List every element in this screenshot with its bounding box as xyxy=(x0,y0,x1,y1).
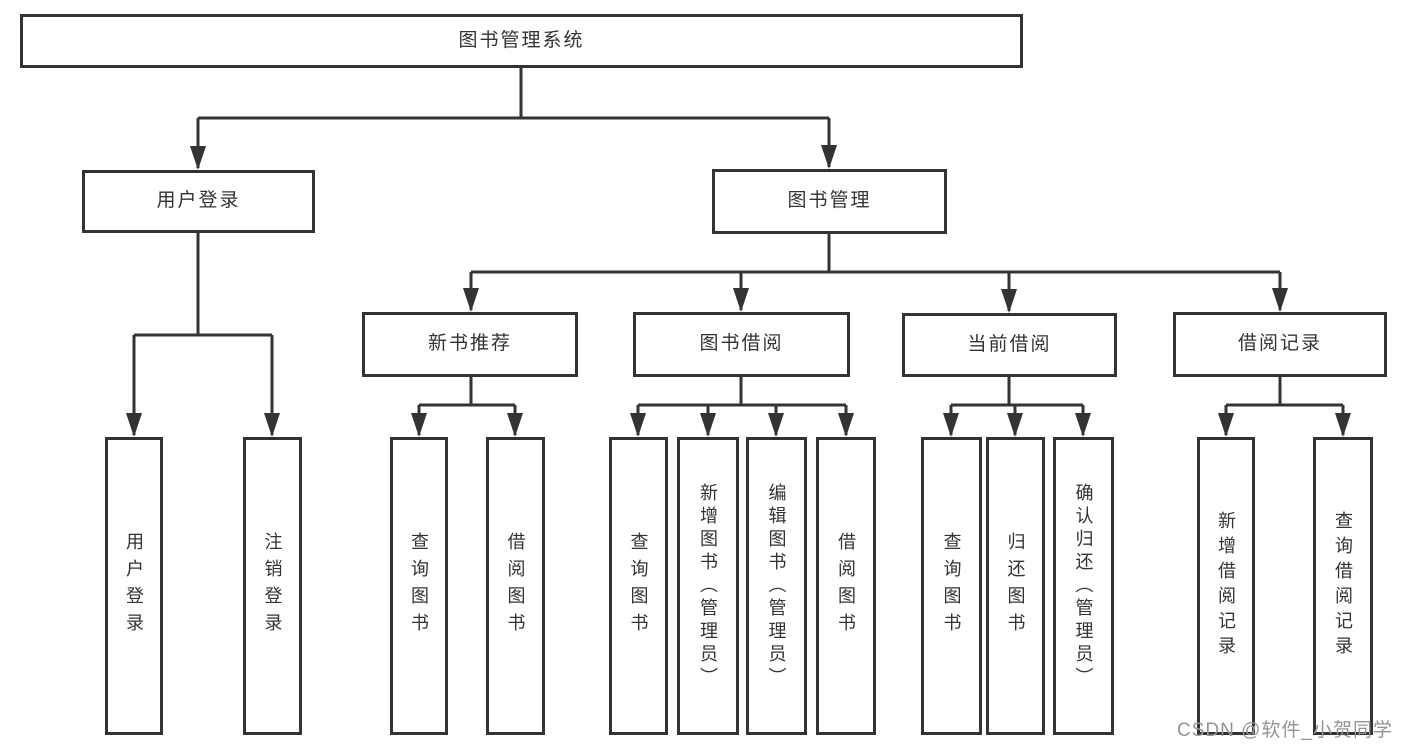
node-book-management-label: 图书管理 xyxy=(787,190,872,212)
leaf-query-borrow-record-label: 查询借阅记录 xyxy=(1333,511,1353,661)
leaf-add-book-admin-label: 新增图书（管理员） xyxy=(698,482,718,690)
node-new-book-recommend-label: 新书推荐 xyxy=(427,333,512,355)
node-user-login: 用户登录 xyxy=(82,170,315,233)
node-current-borrow-label: 当前借阅 xyxy=(967,333,1052,355)
node-current-borrow: 当前借阅 xyxy=(902,313,1117,377)
node-book-borrow: 图书借阅 xyxy=(633,312,850,377)
leaf-borrow-books: 借阅图书 xyxy=(816,437,876,735)
leaf-query-borrow-record: 查询借阅记录 xyxy=(1313,437,1373,735)
node-book-borrow-label: 图书借阅 xyxy=(699,333,784,355)
leaf-user-login-label: 用户登录 xyxy=(124,532,144,640)
leaf-confirm-return-admin: 确认归还（管理员） xyxy=(1053,437,1114,735)
leaf-return-book-label: 归还图书 xyxy=(1005,532,1026,640)
node-borrow-records: 借阅记录 xyxy=(1173,312,1387,377)
leaf-add-borrow-record-label: 新增借阅记录 xyxy=(1216,511,1236,661)
leaf-edit-book-admin-label: 编辑图书（管理员） xyxy=(766,482,787,690)
node-user-login-label: 用户登录 xyxy=(156,190,241,212)
leaf-query-books-recommend-label: 查询图书 xyxy=(409,532,429,640)
leaf-query-books-current-label: 查询图书 xyxy=(941,532,962,640)
node-borrow-records-label: 借阅记录 xyxy=(1237,333,1322,355)
leaf-borrow-books-recommend: 借阅图书 xyxy=(486,437,545,735)
watermark: CSDN @软件_小贺同学 xyxy=(1177,720,1393,741)
leaf-borrow-books-label: 借阅图书 xyxy=(836,532,856,640)
leaf-query-books-borrow: 查询图书 xyxy=(609,437,668,735)
leaf-add-book-admin: 新增图书（管理员） xyxy=(677,437,739,735)
leaf-confirm-return-admin-label: 确认归还（管理员） xyxy=(1073,482,1094,690)
node-book-management: 图书管理 xyxy=(712,169,947,234)
leaf-borrow-books-recommend-label: 借阅图书 xyxy=(505,532,526,640)
leaf-query-books-borrow-label: 查询图书 xyxy=(628,532,649,640)
leaf-add-borrow-record: 新增借阅记录 xyxy=(1197,437,1255,735)
leaf-query-books-recommend: 查询图书 xyxy=(390,437,448,735)
leaf-edit-book-admin: 编辑图书（管理员） xyxy=(746,437,807,735)
leaf-user-login: 用户登录 xyxy=(105,437,163,735)
node-library-system-label: 图书管理系统 xyxy=(458,29,585,51)
leaf-query-books-current: 查询图书 xyxy=(921,437,982,735)
node-new-book-recommend: 新书推荐 xyxy=(362,312,578,377)
leaf-return-book: 归还图书 xyxy=(986,437,1045,735)
leaf-logout: 注销登录 xyxy=(243,437,302,735)
leaf-logout-label: 注销登录 xyxy=(262,532,283,640)
node-library-system: 图书管理系统 xyxy=(20,14,1023,68)
